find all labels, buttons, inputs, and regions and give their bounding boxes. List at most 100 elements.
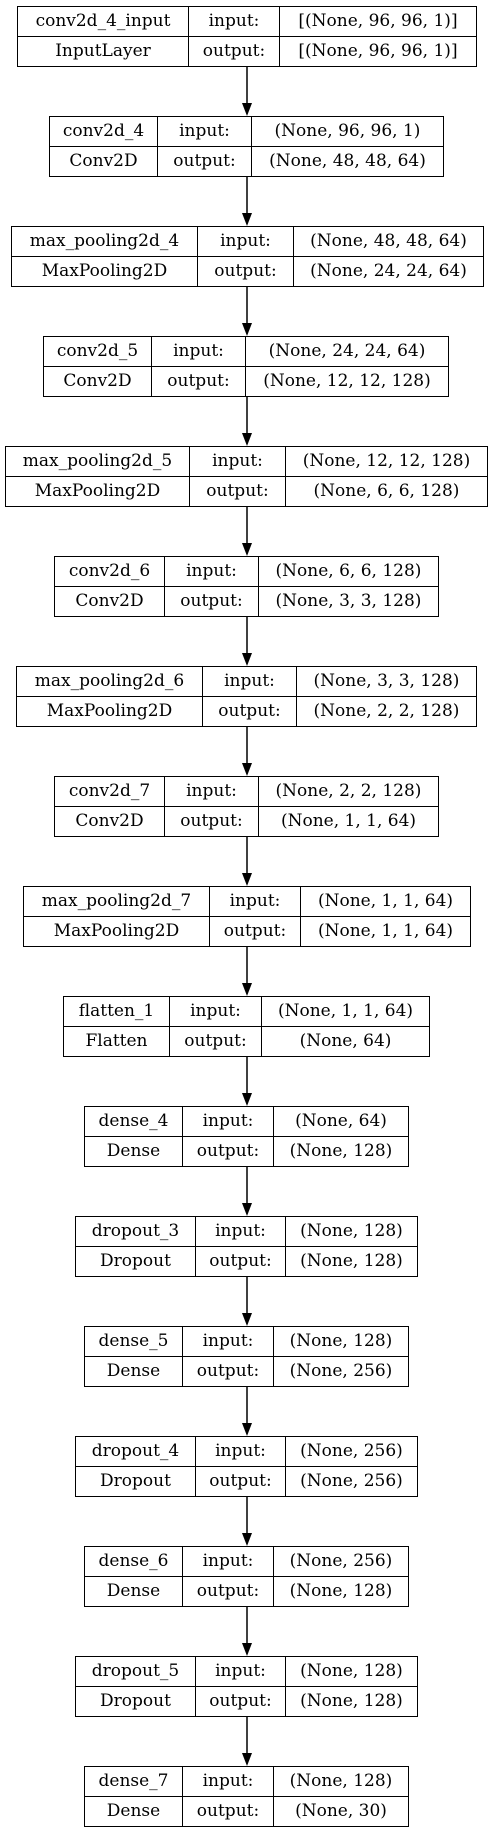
layer-type: Dense (85, 1136, 183, 1166)
arrowhead-icon (242, 983, 252, 996)
layer-type: Conv2D (55, 806, 165, 836)
input-label: input: (203, 667, 297, 697)
output-shape: (None, 128) (289, 1141, 393, 1162)
input-label: input: (196, 1217, 286, 1247)
output-label: output: (203, 696, 297, 726)
input-shape: (None, 96, 96, 1) (252, 117, 443, 147)
output-label: output: (165, 586, 259, 616)
layer-type: Dense (85, 1796, 183, 1826)
arrowhead-icon (242, 1093, 252, 1106)
arrowhead-icon (242, 1313, 252, 1326)
arrowhead-icon (242, 1533, 252, 1546)
layer-type: MaxPooling2D (12, 256, 198, 286)
output-shape: [(None, 96, 96, 1)] (298, 41, 458, 62)
arrowhead-icon (242, 1753, 252, 1766)
layer-type: MaxPooling2D (6, 476, 190, 506)
arrowhead-icon (242, 1643, 252, 1656)
layer-type: Dense (85, 1356, 183, 1386)
output-shape: (None, 64) (299, 1031, 392, 1052)
output-label: output: (196, 1466, 286, 1496)
input-label: input: (183, 1547, 274, 1577)
layer-name: max_pooling2d_4 (12, 227, 198, 257)
output-shape: (None, 1, 1, 64) (280, 811, 417, 832)
output-shape: (None, 256) (289, 1361, 393, 1382)
input-label: input: (183, 1107, 274, 1137)
layer-name: max_pooling2d_6 (17, 667, 203, 697)
arrowhead-icon (242, 1203, 252, 1216)
input-shape: (None, 24, 24, 64) (246, 337, 448, 367)
input-label: input: (196, 1437, 286, 1467)
layer-type: Dense (85, 1576, 183, 1606)
input-label: input: (196, 1657, 286, 1687)
layer-name: conv2d_4 (50, 117, 158, 147)
output-label: output: (190, 476, 286, 506)
output-label: output: (183, 1796, 274, 1826)
layer-type: Conv2D (44, 366, 152, 396)
arrowhead-icon (242, 763, 252, 776)
input-shape: (None, 128) (274, 1327, 408, 1357)
output-label: output: (152, 366, 246, 396)
input-label: input: (189, 7, 280, 37)
input-shape: (None, 256) (286, 1437, 417, 1467)
input-shape: (None, 12, 12, 128) (286, 447, 487, 477)
layer-name: dropout_3 (76, 1217, 196, 1247)
layer-name: dense_7 (85, 1767, 183, 1797)
input-label: input: (152, 337, 246, 367)
arrowhead-icon (242, 103, 252, 116)
output-shape: (None, 3, 3, 128) (275, 591, 422, 612)
output-shape: (None, 128) (300, 1251, 403, 1272)
input-label: input: (198, 227, 294, 257)
layer-name: conv2d_6 (55, 557, 165, 587)
output-shape: (None, 128) (289, 1581, 393, 1602)
input-shape: (None, 256) (274, 1547, 408, 1577)
layer-name: conv2d_5 (44, 337, 152, 367)
layer-type: MaxPooling2D (24, 916, 210, 946)
input-shape: (None, 3, 3, 128) (297, 667, 476, 697)
layer-type: InputLayer (18, 36, 189, 66)
output-label: output: (183, 1136, 274, 1166)
output-label: output: (198, 256, 294, 286)
input-shape: (None, 48, 48, 64) (294, 227, 483, 257)
layer-type: MaxPooling2D (17, 696, 203, 726)
layer-type: Dropout (76, 1466, 196, 1496)
input-shape: (None, 2, 2, 128) (259, 777, 438, 807)
layer-name: dropout_5 (76, 1657, 196, 1687)
input-label: input: (165, 557, 259, 587)
arrowhead-icon (242, 1423, 252, 1436)
input-shape: (None, 1, 1, 64) (262, 997, 429, 1027)
output-label: output: (189, 36, 280, 66)
arrowhead-icon (242, 213, 252, 226)
arrowhead-icon (242, 653, 252, 666)
output-label: output: (158, 146, 252, 176)
arrowhead-icon (242, 873, 252, 886)
input-label: input: (170, 997, 262, 1027)
layer-type: Conv2D (55, 586, 165, 616)
input-label: input: (158, 117, 252, 147)
layer-name: dense_6 (85, 1547, 183, 1577)
input-shape: (None, 128) (286, 1657, 417, 1687)
output-shape: (None, 30) (295, 1801, 387, 1822)
output-shape: (None, 256) (300, 1471, 403, 1492)
input-label: input: (183, 1767, 274, 1797)
output-shape: (None, 6, 6, 128) (313, 481, 460, 502)
layer-name: dense_5 (85, 1327, 183, 1357)
arrowhead-icon (242, 433, 252, 446)
layer-name: max_pooling2d_5 (6, 447, 190, 477)
output-label: output: (165, 806, 259, 836)
input-label: input: (183, 1327, 274, 1357)
input-shape: (None, 128) (274, 1767, 408, 1797)
output-label: output: (183, 1576, 274, 1606)
